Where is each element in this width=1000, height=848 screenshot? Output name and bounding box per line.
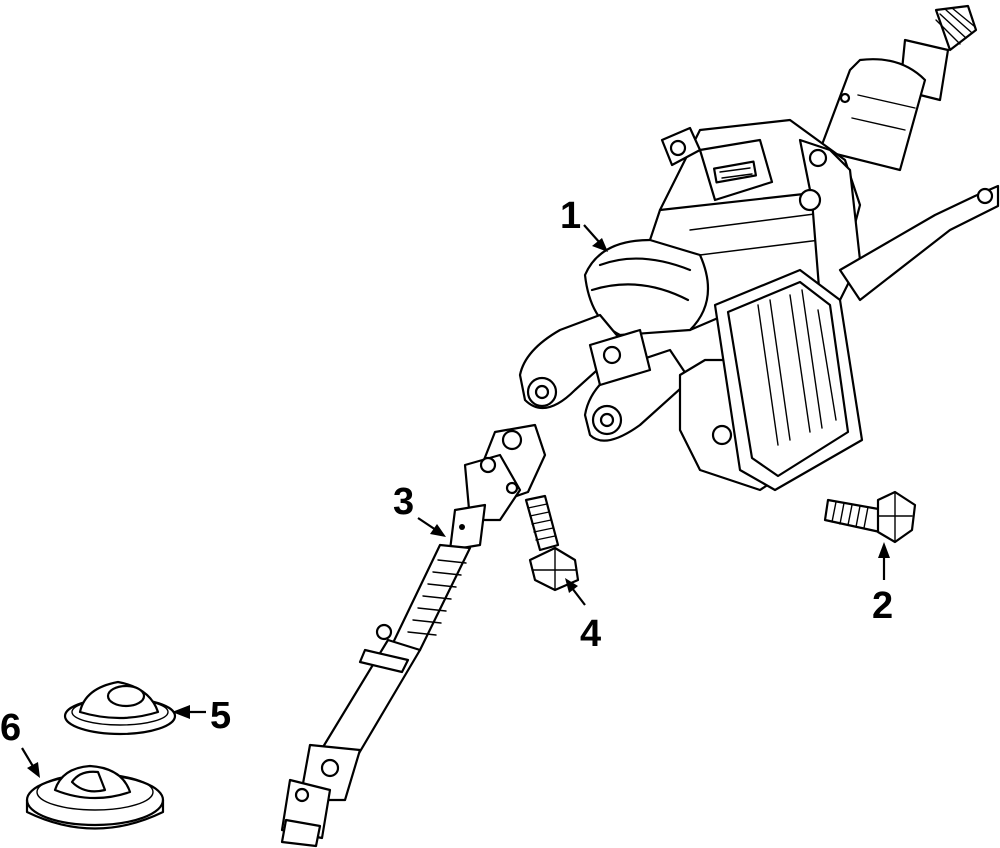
upper-jacket-tube: [818, 58, 927, 172]
callout-labels: 1 2 3 4 5 6: [0, 195, 893, 749]
callout-5: 5: [210, 695, 231, 737]
callout-3: 3: [393, 481, 414, 523]
callout-4: 4: [580, 613, 601, 655]
tilt-lever-plate: [713, 268, 864, 492]
callout-2: 2: [872, 585, 893, 627]
callout-6: 6: [0, 707, 21, 749]
part-5-grommet: [63, 680, 177, 736]
callout-1: 1: [560, 195, 581, 237]
part-6-seal: [25, 764, 165, 830]
lower-lugs: [518, 313, 692, 442]
top-mount-bracket: [660, 126, 774, 202]
part-1-steering-column: [518, 4, 1000, 492]
part-3-intermediate-shaft: [280, 423, 547, 848]
side-mount-bracket: [798, 138, 1000, 302]
part-4-bolt: [524, 494, 580, 592]
callout-arrows: [21, 224, 890, 778]
part-2-bolt: [823, 490, 917, 544]
